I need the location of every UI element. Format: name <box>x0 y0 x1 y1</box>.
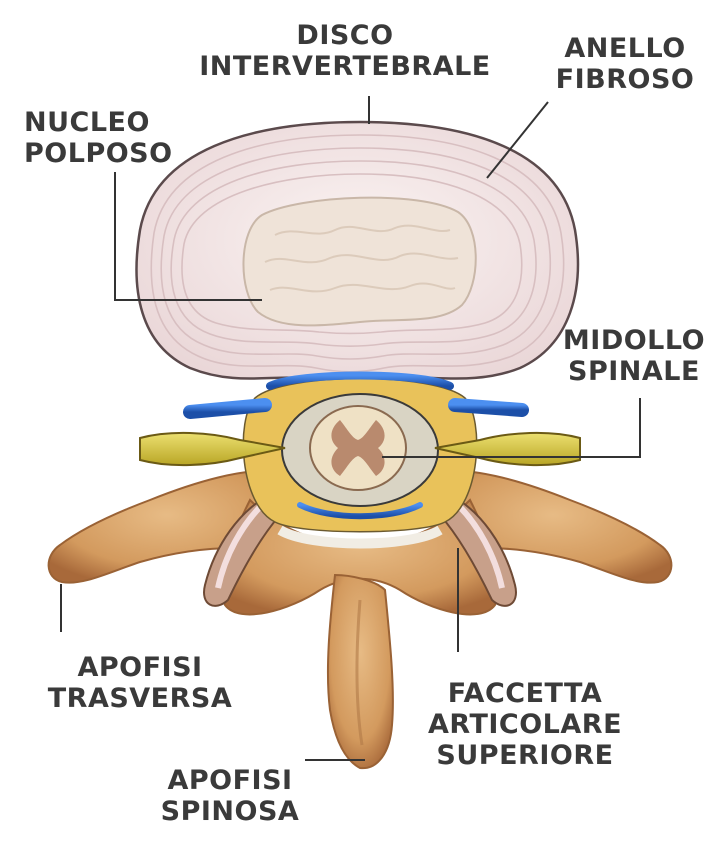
label-line: FIBROSO <box>555 64 695 95</box>
label-anello-fibroso: ANELLO FIBROSO <box>540 33 710 95</box>
label-line: MIDOLLO <box>562 325 706 356</box>
label-line: POLPOSO <box>24 138 173 169</box>
blue-vessel-upper <box>266 371 454 390</box>
label-line: DISCO <box>296 20 394 51</box>
blue-vessel-left <box>183 398 272 419</box>
label-line: SPINALE <box>568 356 700 387</box>
label-line: APOFISI <box>167 765 293 796</box>
blue-vessel-right <box>448 398 529 417</box>
intervertebral-disc <box>135 120 580 386</box>
spinal-canal <box>139 371 581 549</box>
label-apofisi-spinosa: APOFISI SPINOSA <box>140 765 320 827</box>
leader-midollo <box>382 398 641 458</box>
label-line: SPINOSA <box>160 796 300 827</box>
label-disco-intervertebrale: DISCO INTERVERTEBRALE <box>170 20 520 82</box>
label-line: SUPERIORE <box>436 740 614 771</box>
spinous-shadow <box>355 599 364 746</box>
label-line: FACCETTA <box>447 678 603 709</box>
ligamentum-flavum <box>277 525 443 549</box>
label-line: ANELLO <box>564 33 686 64</box>
nucleus-texture <box>264 224 459 293</box>
left-nerve-root <box>139 431 286 467</box>
label-apofisi-trasversa: APOFISI TRASVERSA <box>25 652 255 714</box>
spinous-process <box>326 573 394 770</box>
nucleus-pulposus <box>242 196 477 327</box>
grey-matter <box>331 420 385 476</box>
label-line: APOFISI <box>77 652 203 683</box>
label-nucleo-polposo: NUCLEO POLPOSO <box>24 107 173 169</box>
label-line: NUCLEO <box>24 107 150 138</box>
blue-vessel-lower <box>297 502 423 520</box>
left-facet-surface <box>215 502 265 589</box>
leader-lines <box>60 96 641 761</box>
vertebral-arch <box>47 468 673 770</box>
label-line: TRASVERSA <box>47 683 233 714</box>
leader-nucleo <box>114 172 262 301</box>
articular-facets <box>203 493 517 607</box>
label-line: INTERVERTEBRALE <box>199 51 491 82</box>
label-line: ARTICOLARE <box>427 709 623 740</box>
leader-anello <box>486 101 549 179</box>
label-midollo-spinale: MIDOLLO SPINALE <box>550 325 718 387</box>
label-faccetta-articolare-superiore: FACCETTA ARTICOLARE SUPERIORE <box>405 678 645 771</box>
right-facet-surface <box>455 502 505 589</box>
